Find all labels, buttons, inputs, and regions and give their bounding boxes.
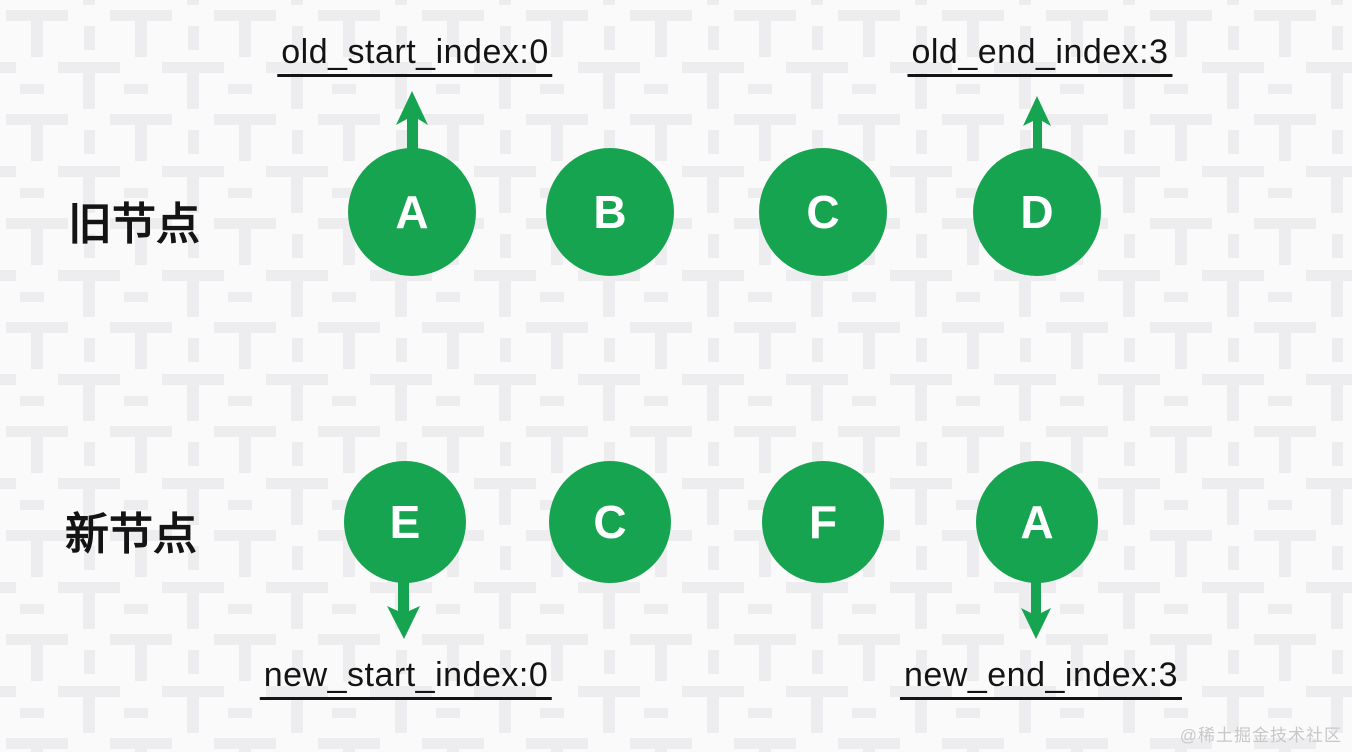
old-node-circle-3: C [759, 148, 887, 276]
node-letter: D [1020, 186, 1054, 238]
new-nodes-row-label: 新节点 [65, 510, 197, 559]
old-end-index-label: old_end_index:3 [907, 33, 1173, 77]
node-letter: A [395, 186, 429, 238]
new-node-circle-2: C [549, 461, 671, 583]
old-node-circle-2: B [546, 148, 674, 276]
new-start-index-label: new_start_index:0 [259, 656, 553, 700]
old-node-circle-4: D [973, 148, 1101, 276]
old-node-circle-1: A [348, 148, 476, 276]
node-letter: C [806, 186, 840, 238]
new-node-circle-3: F [762, 461, 884, 583]
watermark: @稀土掘金技术社区 [1179, 726, 1342, 745]
old-nodes-row-label: 旧节点 [68, 200, 200, 249]
node-letter: F [808, 496, 838, 548]
node-letter: C [593, 496, 627, 548]
new-node-circle-1: E [344, 461, 466, 583]
node-letter: B [593, 186, 627, 238]
node-letter: E [389, 496, 421, 548]
new-end-index-label: new_end_index:3 [899, 656, 1183, 700]
node-letter: A [1020, 496, 1054, 548]
old-start-index-label: old_start_index:0 [277, 33, 553, 77]
new-node-circle-4: A [976, 461, 1098, 583]
